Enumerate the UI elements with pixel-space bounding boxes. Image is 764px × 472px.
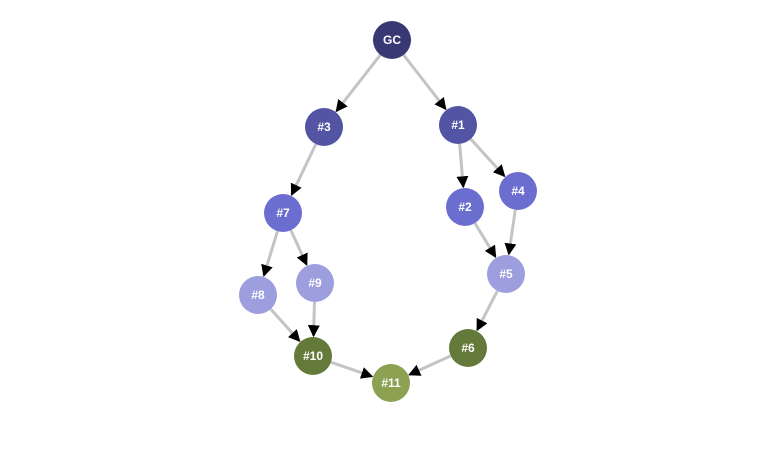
node-n1[interactable]: #1 bbox=[439, 106, 477, 144]
node-label: #9 bbox=[308, 276, 322, 290]
nodes-group: GC #1 #3 #2 #4 #7 #5 #8 #9 #6 #10 #11 bbox=[239, 21, 537, 402]
node-label: #1 bbox=[451, 118, 465, 132]
node-label: #3 bbox=[317, 120, 331, 134]
node-label: #8 bbox=[251, 288, 265, 302]
node-label: #4 bbox=[511, 184, 525, 198]
edge-n1-to-n2 bbox=[456, 143, 469, 189]
node-n8[interactable]: #8 bbox=[239, 276, 277, 314]
node-label: #6 bbox=[461, 341, 475, 355]
node-label: #7 bbox=[276, 206, 290, 220]
node-n6[interactable]: #6 bbox=[449, 329, 487, 367]
node-n11[interactable]: #11 bbox=[372, 364, 410, 402]
node-circle[interactable] bbox=[439, 106, 477, 144]
edge-n4-to-n5 bbox=[504, 209, 517, 256]
edge-n2-to-n5 bbox=[473, 222, 497, 258]
node-circle[interactable] bbox=[487, 255, 525, 293]
node-circle[interactable] bbox=[264, 194, 302, 232]
edge-n1-to-n4 bbox=[469, 138, 506, 178]
edge-n10-to-n11 bbox=[330, 360, 374, 379]
node-label: GC bbox=[383, 33, 401, 47]
node-label: #5 bbox=[499, 267, 513, 281]
edge-n6-to-n11 bbox=[408, 354, 452, 377]
edge-n9-to-n10 bbox=[307, 301, 320, 338]
node-n7[interactable]: #7 bbox=[264, 194, 302, 232]
node-GC[interactable]: GC bbox=[373, 21, 411, 59]
node-circle[interactable] bbox=[449, 329, 487, 367]
node-circle[interactable] bbox=[239, 276, 277, 314]
node-label: #10 bbox=[303, 349, 323, 363]
node-circle[interactable] bbox=[296, 264, 334, 302]
edge-GC-to-n1 bbox=[402, 54, 447, 111]
node-n4[interactable]: #4 bbox=[499, 172, 537, 210]
node-circle[interactable] bbox=[499, 172, 537, 210]
node-n3[interactable]: #3 bbox=[305, 108, 343, 146]
node-circle[interactable] bbox=[373, 21, 411, 59]
edge-n3-to-n7 bbox=[290, 143, 318, 197]
node-circle[interactable] bbox=[305, 108, 343, 146]
node-label: #2 bbox=[458, 200, 472, 214]
node-n5[interactable]: #5 bbox=[487, 255, 525, 293]
edge-n8-to-n10 bbox=[269, 308, 301, 343]
node-circle[interactable] bbox=[294, 337, 332, 375]
node-n9[interactable]: #9 bbox=[296, 264, 334, 302]
edge-n7-to-n9 bbox=[289, 229, 309, 266]
edges-group bbox=[261, 54, 517, 379]
node-n2[interactable]: #2 bbox=[446, 188, 484, 226]
node-n10[interactable]: #10 bbox=[294, 337, 332, 375]
edge-n5-to-n6 bbox=[475, 290, 499, 332]
edge-GC-to-n3 bbox=[335, 54, 382, 113]
node-label: #11 bbox=[381, 376, 401, 390]
node-circle[interactable] bbox=[446, 188, 484, 226]
edge-n7-to-n8 bbox=[261, 230, 279, 278]
node-circle[interactable] bbox=[372, 364, 410, 402]
